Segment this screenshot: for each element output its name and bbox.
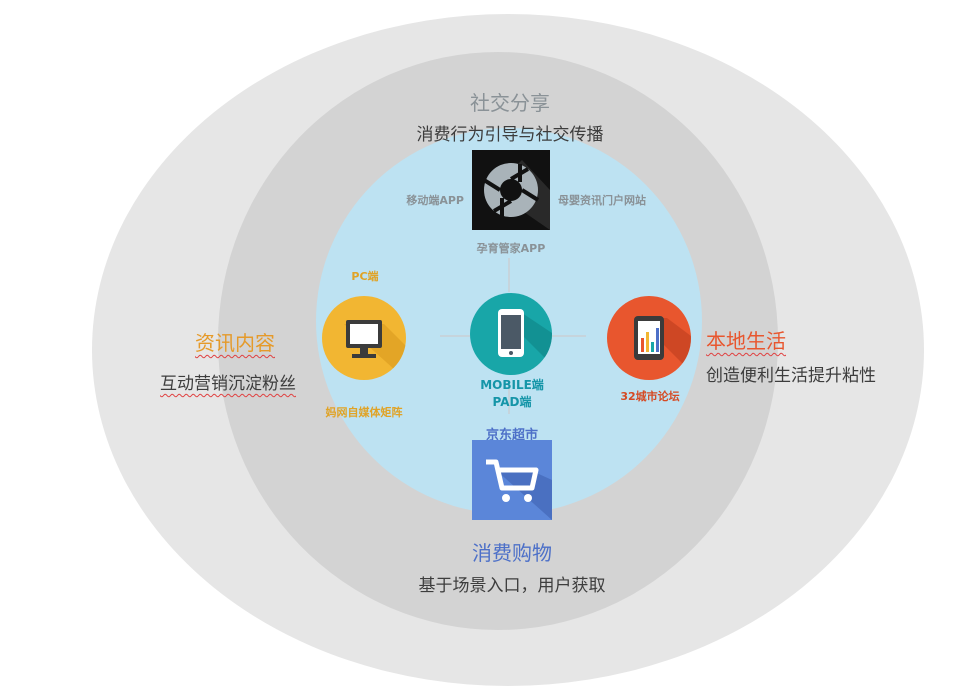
- left-bottom-label: 妈网自媒体矩阵: [325, 406, 403, 419]
- top-subtitle: 消费行为引导与社交传播: [416, 125, 604, 145]
- right-subtitle: 创造便利生活提升粘性: [706, 366, 876, 386]
- left-title: 资讯内容: [195, 331, 275, 355]
- top-left-label: 移动端APP: [406, 194, 464, 207]
- top-title: 社交分享: [470, 91, 550, 115]
- bottom-top-label: 京东超市: [485, 428, 538, 443]
- connector-up: [508, 258, 510, 292]
- left-top-label: PC端: [351, 270, 379, 283]
- tablet-chart-icon: [607, 296, 691, 380]
- connector-down: [508, 380, 510, 414]
- connector-left: [440, 335, 470, 337]
- connector-right: [552, 335, 586, 337]
- top-bottom-label: 孕育管家APP: [476, 242, 546, 255]
- bottom-title: 消费购物: [472, 541, 552, 565]
- bottom-subtitle: 基于场景入口，用户获取: [418, 576, 606, 596]
- right-title: 本地生活: [706, 329, 786, 353]
- left-subtitle: 互动营销沉淀粉丝: [160, 374, 296, 394]
- right-bottom-label: 32城市论坛: [620, 390, 680, 403]
- desktop-computer-icon: [322, 296, 406, 380]
- camera-aperture-icon: [472, 150, 550, 230]
- center-line1: MOBILE端: [480, 378, 544, 392]
- center-line2: PAD端: [492, 395, 532, 409]
- top-right-label: 母婴资讯门户网站: [558, 194, 646, 207]
- smartphone-icon: [470, 293, 552, 375]
- shopping-cart-icon: [472, 440, 552, 520]
